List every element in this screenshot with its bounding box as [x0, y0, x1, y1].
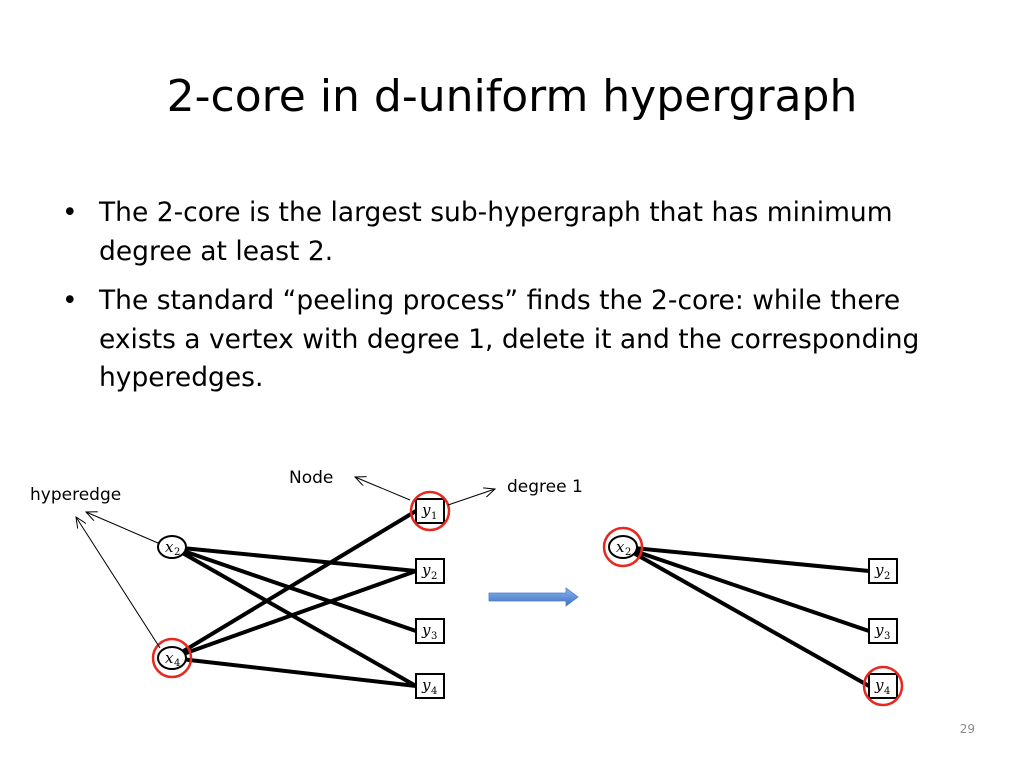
- node-annotation-arrow: [355, 477, 411, 501]
- degree-label: degree 1: [507, 477, 583, 497]
- node-y4-subscript: 4: [431, 686, 437, 697]
- node-x4-subscript: 4: [174, 658, 180, 669]
- bullet-list: • The 2-core is the largest sub-hypergra…: [62, 194, 962, 409]
- hyperedge-x2-y3: [621, 545, 871, 633]
- node-y3: [415, 618, 445, 644]
- transition-arrow: [488, 587, 579, 607]
- bullet-marker: •: [62, 285, 78, 316]
- hyperedge-x4-y1: [170, 509, 418, 660]
- bullet-item: • The standard “peeling process” finds t…: [62, 282, 962, 398]
- bullet-text: The 2-core is the largest sub-hypergraph…: [99, 197, 893, 267]
- hyperedge-x2-y3: [170, 545, 418, 633]
- node-x4: [157, 646, 187, 670]
- hyperedge-annotation-arrow: [76, 517, 161, 649]
- node-y1: [415, 498, 445, 524]
- highlight-ring-x2: [602, 526, 644, 568]
- hyperedge-x2-y4: [621, 545, 871, 688]
- node-y4-subscript: 4: [884, 686, 890, 697]
- node-y2-label: y: [421, 561, 431, 579]
- hyperedge-x2-y2: [621, 545, 871, 573]
- node-y4-label: y: [874, 676, 884, 694]
- node-x2-subscript: 2: [174, 547, 180, 558]
- hyperedge-x2-y2: [170, 545, 418, 573]
- node-y4-label: y: [421, 676, 431, 694]
- node-x4-label: x: [165, 649, 174, 667]
- node-y1-subscript: 1: [431, 511, 437, 522]
- degree-annotation-arrow: [447, 489, 495, 506]
- node-y2-subscript: 2: [431, 571, 437, 582]
- node-x2: [157, 535, 187, 559]
- highlight-ring-y1: [409, 490, 451, 532]
- node-label: Node: [289, 468, 334, 488]
- node-y2: [868, 558, 898, 584]
- highlight-ring-x4: [151, 637, 193, 679]
- bullet-item: • The 2-core is the largest sub-hypergra…: [62, 194, 962, 271]
- node-x2-label: x: [165, 538, 174, 556]
- node-y2-subscript: 2: [884, 571, 890, 582]
- node-y3: [868, 618, 898, 644]
- bullet-marker: •: [62, 197, 78, 228]
- slide-number: 29: [959, 722, 975, 736]
- node-y1-label: y: [421, 501, 431, 519]
- node-y2-label: y: [874, 561, 884, 579]
- node-y3-subscript: 3: [884, 631, 890, 642]
- node-y2: [415, 558, 445, 584]
- hyperedge-label: hyperedge: [30, 485, 122, 505]
- node-y3-label: y: [421, 621, 431, 639]
- node-y4: [415, 673, 445, 699]
- node-x2: [608, 535, 638, 559]
- node-x2-label: x: [616, 538, 625, 556]
- node-y3-label: y: [874, 621, 884, 639]
- highlight-ring-y4: [862, 665, 904, 707]
- node-y3-subscript: 3: [431, 631, 437, 642]
- slide-title: 2-core in d-uniform hypergraph: [166, 71, 858, 122]
- hyperedge-x4-y2: [170, 569, 418, 660]
- node-y4: [868, 673, 898, 699]
- bullet-text: The standard “peeling process” finds the…: [99, 285, 920, 393]
- hyperedge-annotation-arrow: [86, 512, 159, 544]
- node-x2-subscript: 2: [625, 547, 631, 558]
- hyperedge-x4-y4: [170, 656, 418, 688]
